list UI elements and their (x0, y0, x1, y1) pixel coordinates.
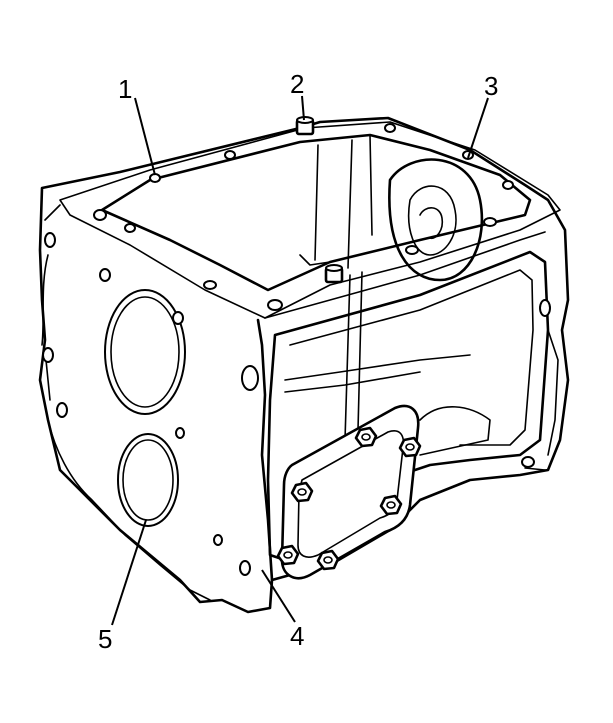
leader-line-5 (111, 519, 147, 626)
callout-4: 4 (290, 621, 304, 651)
leader-line-4 (261, 569, 296, 623)
vent-plug (295, 116, 315, 136)
front-bearing-bore-inner (110, 296, 180, 408)
countershaft-bore (117, 433, 179, 527)
rear-bearing-bore-inner (407, 185, 457, 256)
lower-right-contour (524, 329, 559, 471)
side-window-inner (289, 269, 534, 446)
leader-line-1 (134, 97, 156, 176)
side-cover-plate (280, 404, 420, 580)
callout-1: 1 (118, 74, 132, 104)
left-flange-contour (41, 204, 211, 601)
countershaft-bore-inner (122, 439, 174, 521)
callout-3: 3 (484, 71, 498, 101)
cross-rib-vertical (344, 271, 363, 441)
front-bearing-bore (104, 289, 186, 415)
callout-5: 5 (98, 624, 112, 654)
interior-rib (299, 254, 331, 266)
rear-bearing-bore-outer (388, 158, 484, 282)
top-flange-edge (59, 121, 561, 319)
cover-bolt (354, 426, 378, 448)
cover-bolt (290, 481, 314, 503)
rear-bore-detail (419, 207, 444, 240)
center-plug (324, 264, 344, 284)
interior-wall-back (314, 134, 373, 269)
side-window-frame (266, 250, 550, 562)
cover-bolt (276, 544, 300, 566)
flange-bolt-holes (42, 123, 551, 576)
callout-2: 2 (290, 69, 304, 99)
top-opening (100, 133, 532, 292)
cross-rib-horizontal (284, 354, 471, 393)
cover-bolt (379, 494, 403, 516)
cover-bolt (398, 436, 422, 458)
leader-line-2 (301, 95, 305, 121)
cover-bolts (276, 426, 422, 571)
cover-bolt (316, 549, 340, 571)
leader-line-3 (467, 97, 489, 159)
cross-rib-lower (419, 406, 491, 456)
